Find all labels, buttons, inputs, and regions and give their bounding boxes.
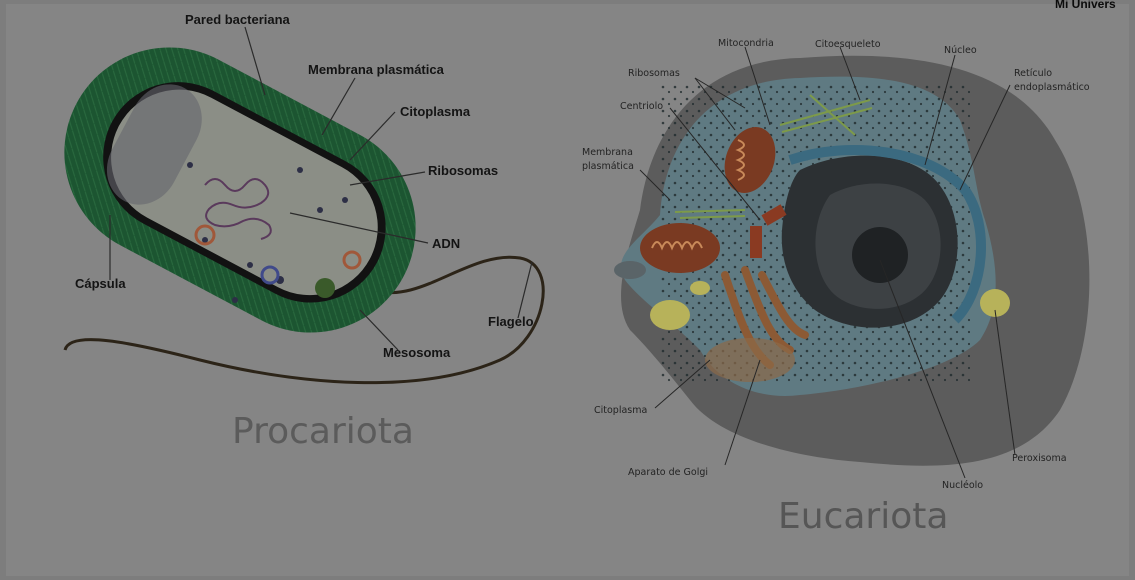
label-cell-wall: Pared bacteriana: [185, 12, 291, 27]
label-euk-cytoplasm: Citoplasma: [594, 405, 647, 416]
label-nucleolus: Nucléolo: [942, 480, 983, 491]
label-mitochondria: Mitocondria: [718, 38, 774, 49]
label-dna: ADN: [432, 236, 460, 251]
nucleolus: [852, 227, 908, 283]
label-flagellum: Flagelo: [488, 314, 534, 329]
label-euk-membrane-line1: Membrana: [582, 147, 633, 158]
label-centriole: Centriolo: [620, 101, 663, 112]
label-capsule: Cápsula: [75, 276, 126, 291]
label-peroxisome: Peroxisoma: [1012, 453, 1067, 464]
label-cytoplasm: Citoplasma: [400, 104, 471, 119]
prokaryote-title: Procariota: [232, 411, 414, 452]
label-cytoskeleton: Citoesqueleto: [815, 39, 881, 50]
label-golgi: Aparato de Golgi: [628, 467, 708, 478]
vesicle: [650, 300, 690, 330]
centriole: [750, 226, 762, 258]
label-euk-ribosomes: Ribosomas: [628, 68, 680, 79]
label-er-line2: endoplasmático: [1014, 82, 1090, 93]
label-plasma-membrane: Membrana plasmática: [308, 62, 445, 77]
label-ribosomes: Ribosomas: [428, 163, 498, 178]
label-nucleus: Núcleo: [944, 45, 977, 56]
eukaryote-title: Eucariota: [778, 496, 948, 537]
membrane-fold: [614, 261, 646, 279]
label-er-line1: Retículo: [1014, 68, 1052, 79]
golgi-vesicles: [705, 338, 795, 382]
vesicle: [690, 281, 710, 295]
mitochondrion: [640, 223, 720, 273]
mesosome-shape: [315, 278, 335, 298]
label-mesosome: Mesosoma: [383, 345, 451, 360]
watermark-text: Mi Univers: [1055, 0, 1116, 11]
label-euk-membrane-line2: plasmática: [582, 161, 634, 172]
